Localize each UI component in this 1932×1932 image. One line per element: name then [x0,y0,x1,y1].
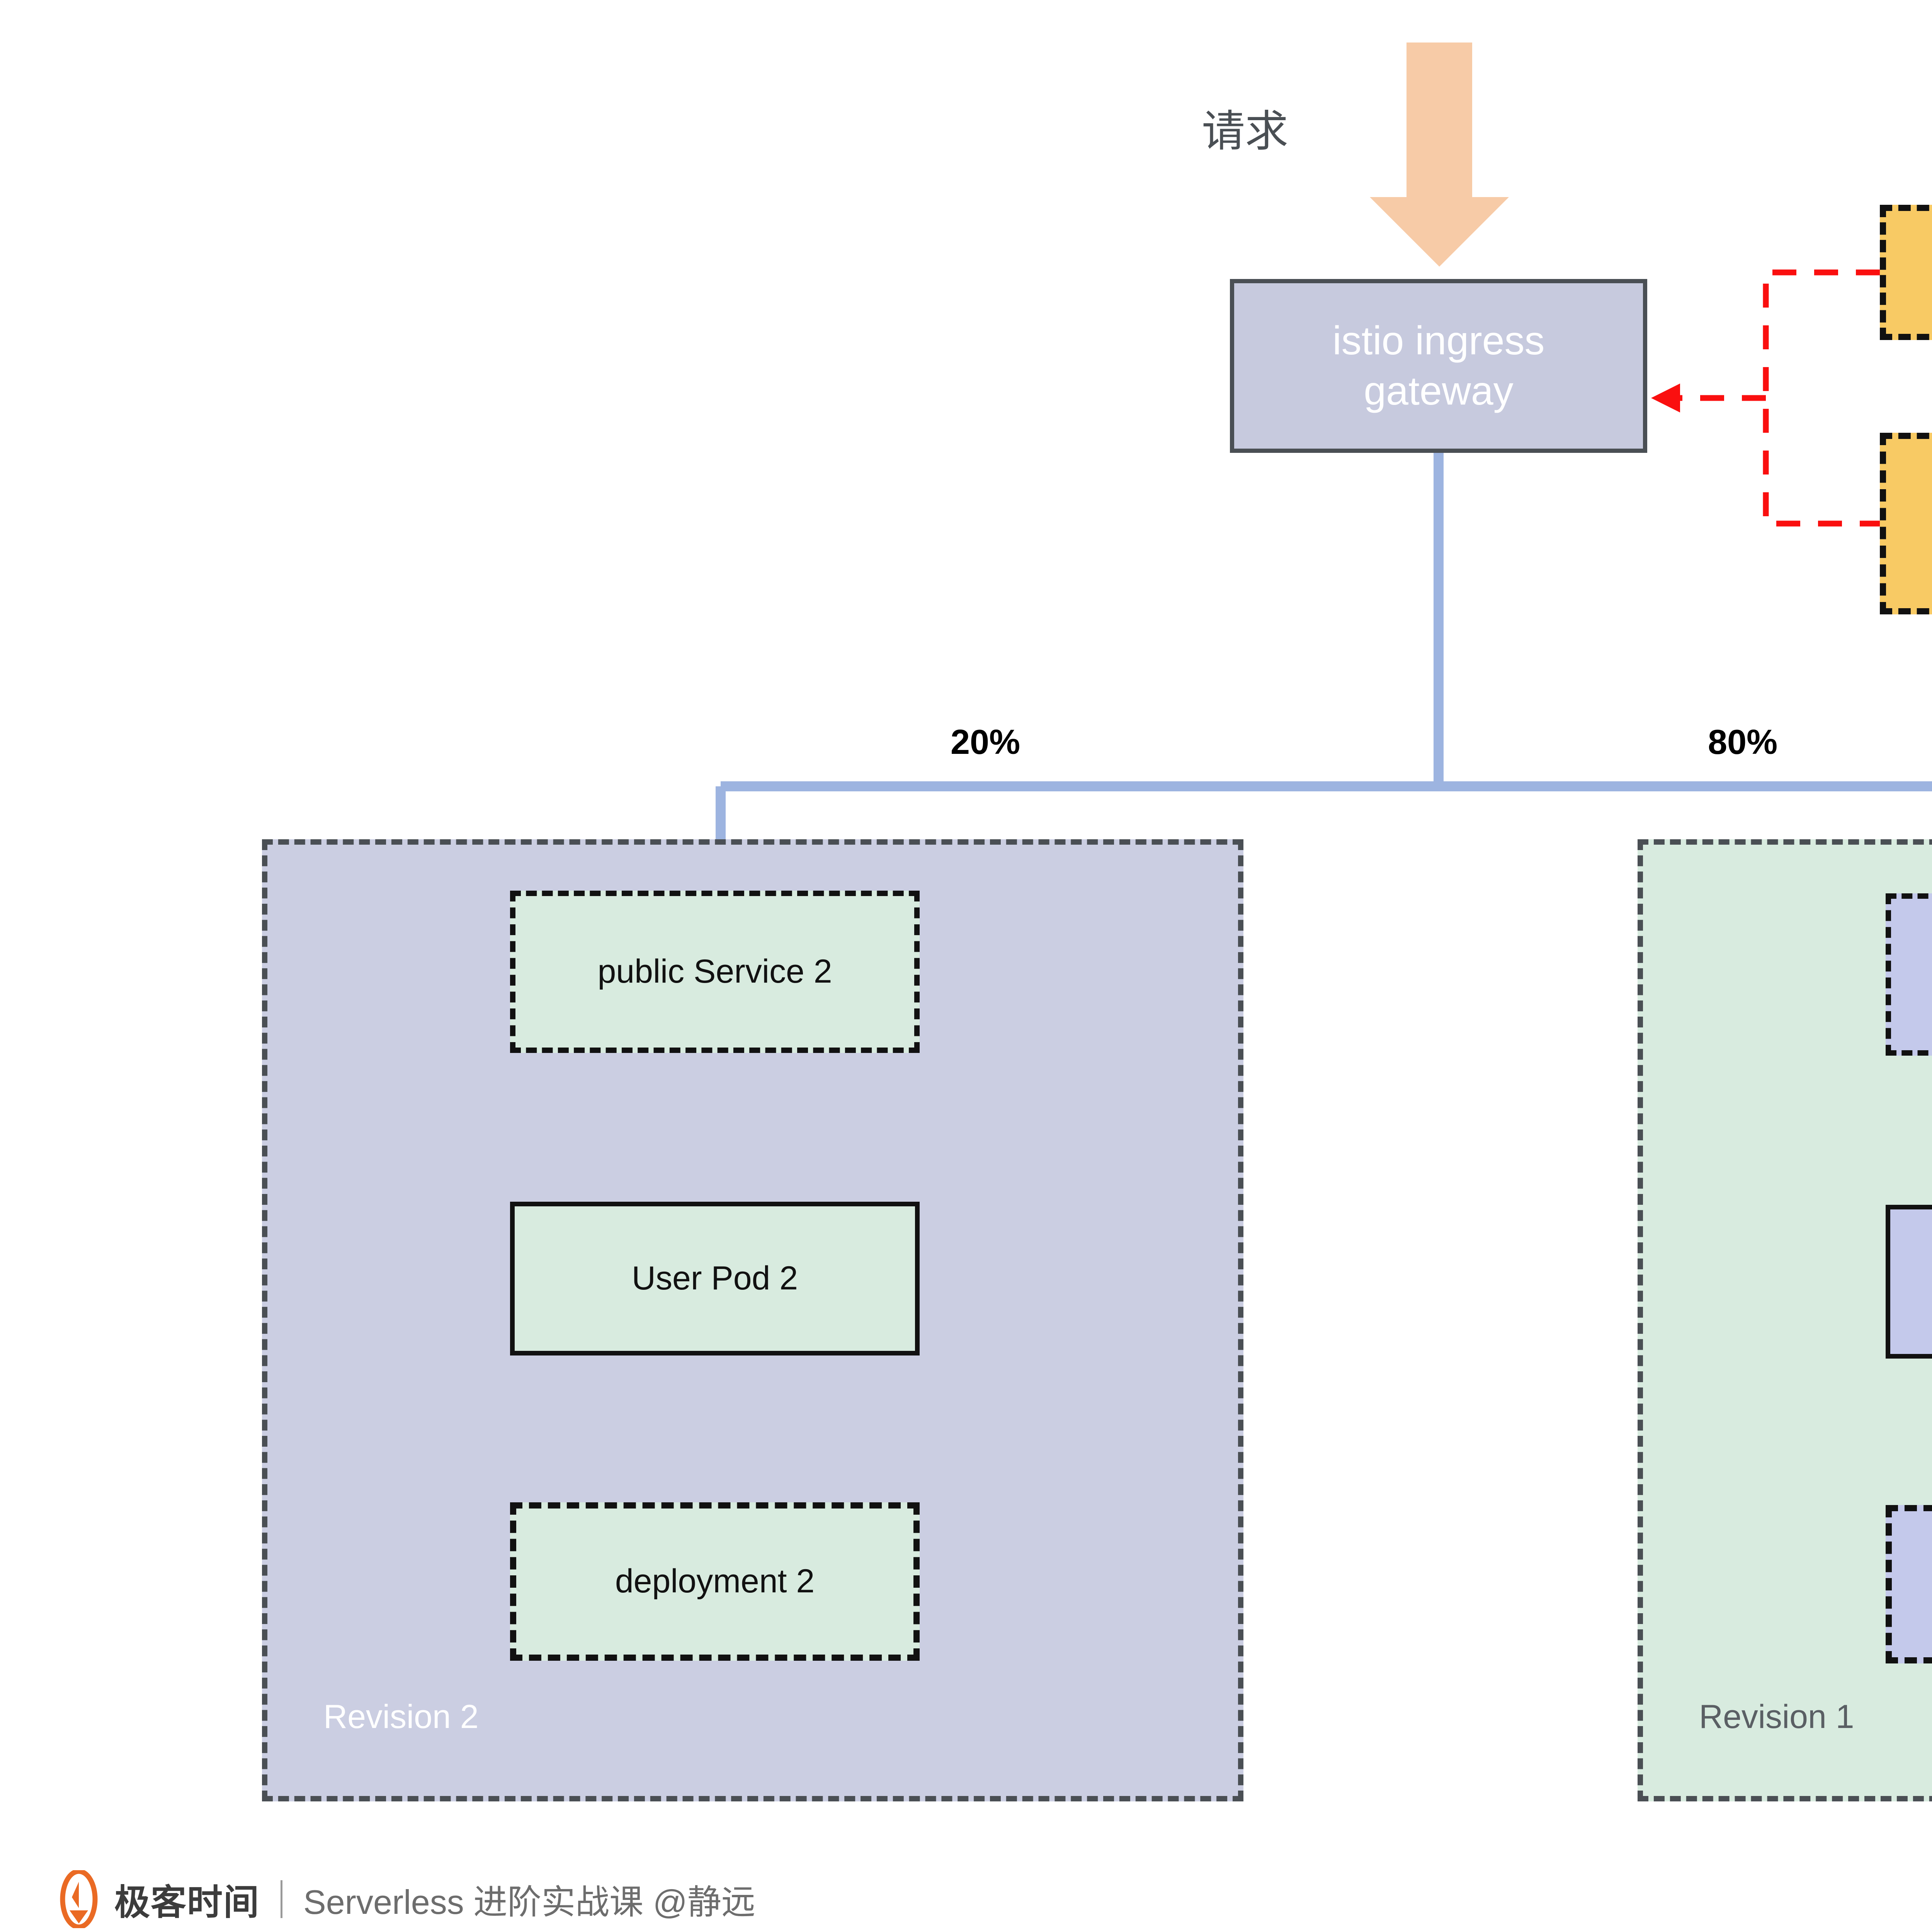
traffic-split-right-label: 80% [1708,723,1778,762]
public-service-2-node[interactable]: public Service 2 [510,891,920,1053]
user-pod-2-left-node[interactable]: User Pod 2 [510,1202,920,1355]
request-arrow-icon [1370,43,1509,267]
traffic-split-left-label: 20% [951,723,1020,762]
revision-1-container[interactable]: Revision 1 [1638,839,1932,1801]
public-service-1-node[interactable]: public Service 1 [1886,893,1932,1056]
deployment-2-node[interactable]: deployment 2 [510,1502,920,1661]
footer-watermark: 极客时间 Serverless 进阶实战课 @静远 [58,1870,755,1928]
gateway-node[interactable]: Gateway [1880,433,1932,614]
virtual-service-node[interactable]: Virtual Service [1880,205,1932,340]
config-link-red [1651,269,1880,527]
footer-brand: 极客时间 [114,1883,260,1922]
user-pod-2-right-node[interactable]: User Pod 2 [1886,1205,1932,1359]
revision-2-title: Revision 2 [323,1698,479,1735]
geekbang-logo-icon [60,1870,98,1928]
request-label: 请求 [1202,107,1288,155]
istio-ingress-gateway-node[interactable]: istio ingress gateway [1230,279,1647,453]
ingress-line-2: gateway [1364,369,1514,413]
ingress-line-1: istio ingress [1332,318,1545,363]
footer-divider [281,1880,283,1918]
deployment-1-node[interactable]: deployment 1 [1886,1505,1932,1663]
revision-1-title: Revision 1 [1699,1698,1854,1735]
footer-course: Serverless 进阶实战课 @静远 [303,1883,755,1921]
